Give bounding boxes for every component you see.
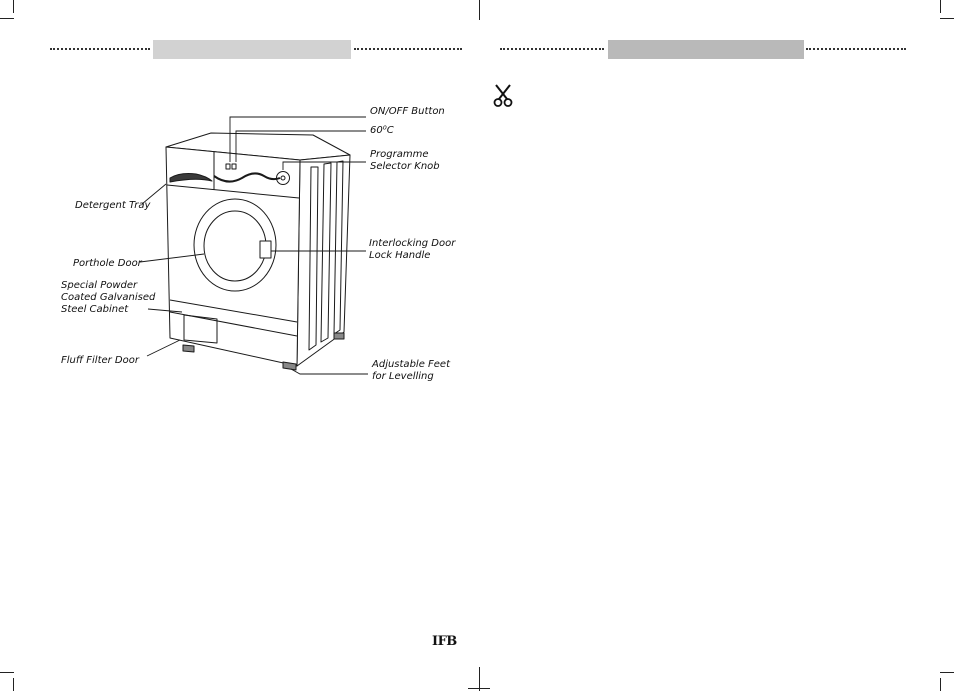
label-interlocking-door-lock-handle: Interlocking Door Lock Handle [369, 238, 455, 262]
brand-logo: IFB [432, 634, 457, 649]
label-porthole-door: Porthole Door [73, 258, 142, 270]
label-fluff-filter-door: Fluff Filter Door [61, 355, 139, 367]
label-on-off-button: ON/OFF Button [370, 106, 445, 118]
label-programme-selector-knob: Programme Selector Knob [370, 149, 440, 173]
label-steel-cabinet: Special Powder Coated Galvanised Steel C… [61, 280, 155, 316]
label-detergent-tray: Detergent Tray [75, 200, 150, 212]
label-60-degree: 60⁰C [370, 125, 394, 137]
label-adjustable-feet: Adjustable Feet for Levelling [372, 359, 450, 383]
